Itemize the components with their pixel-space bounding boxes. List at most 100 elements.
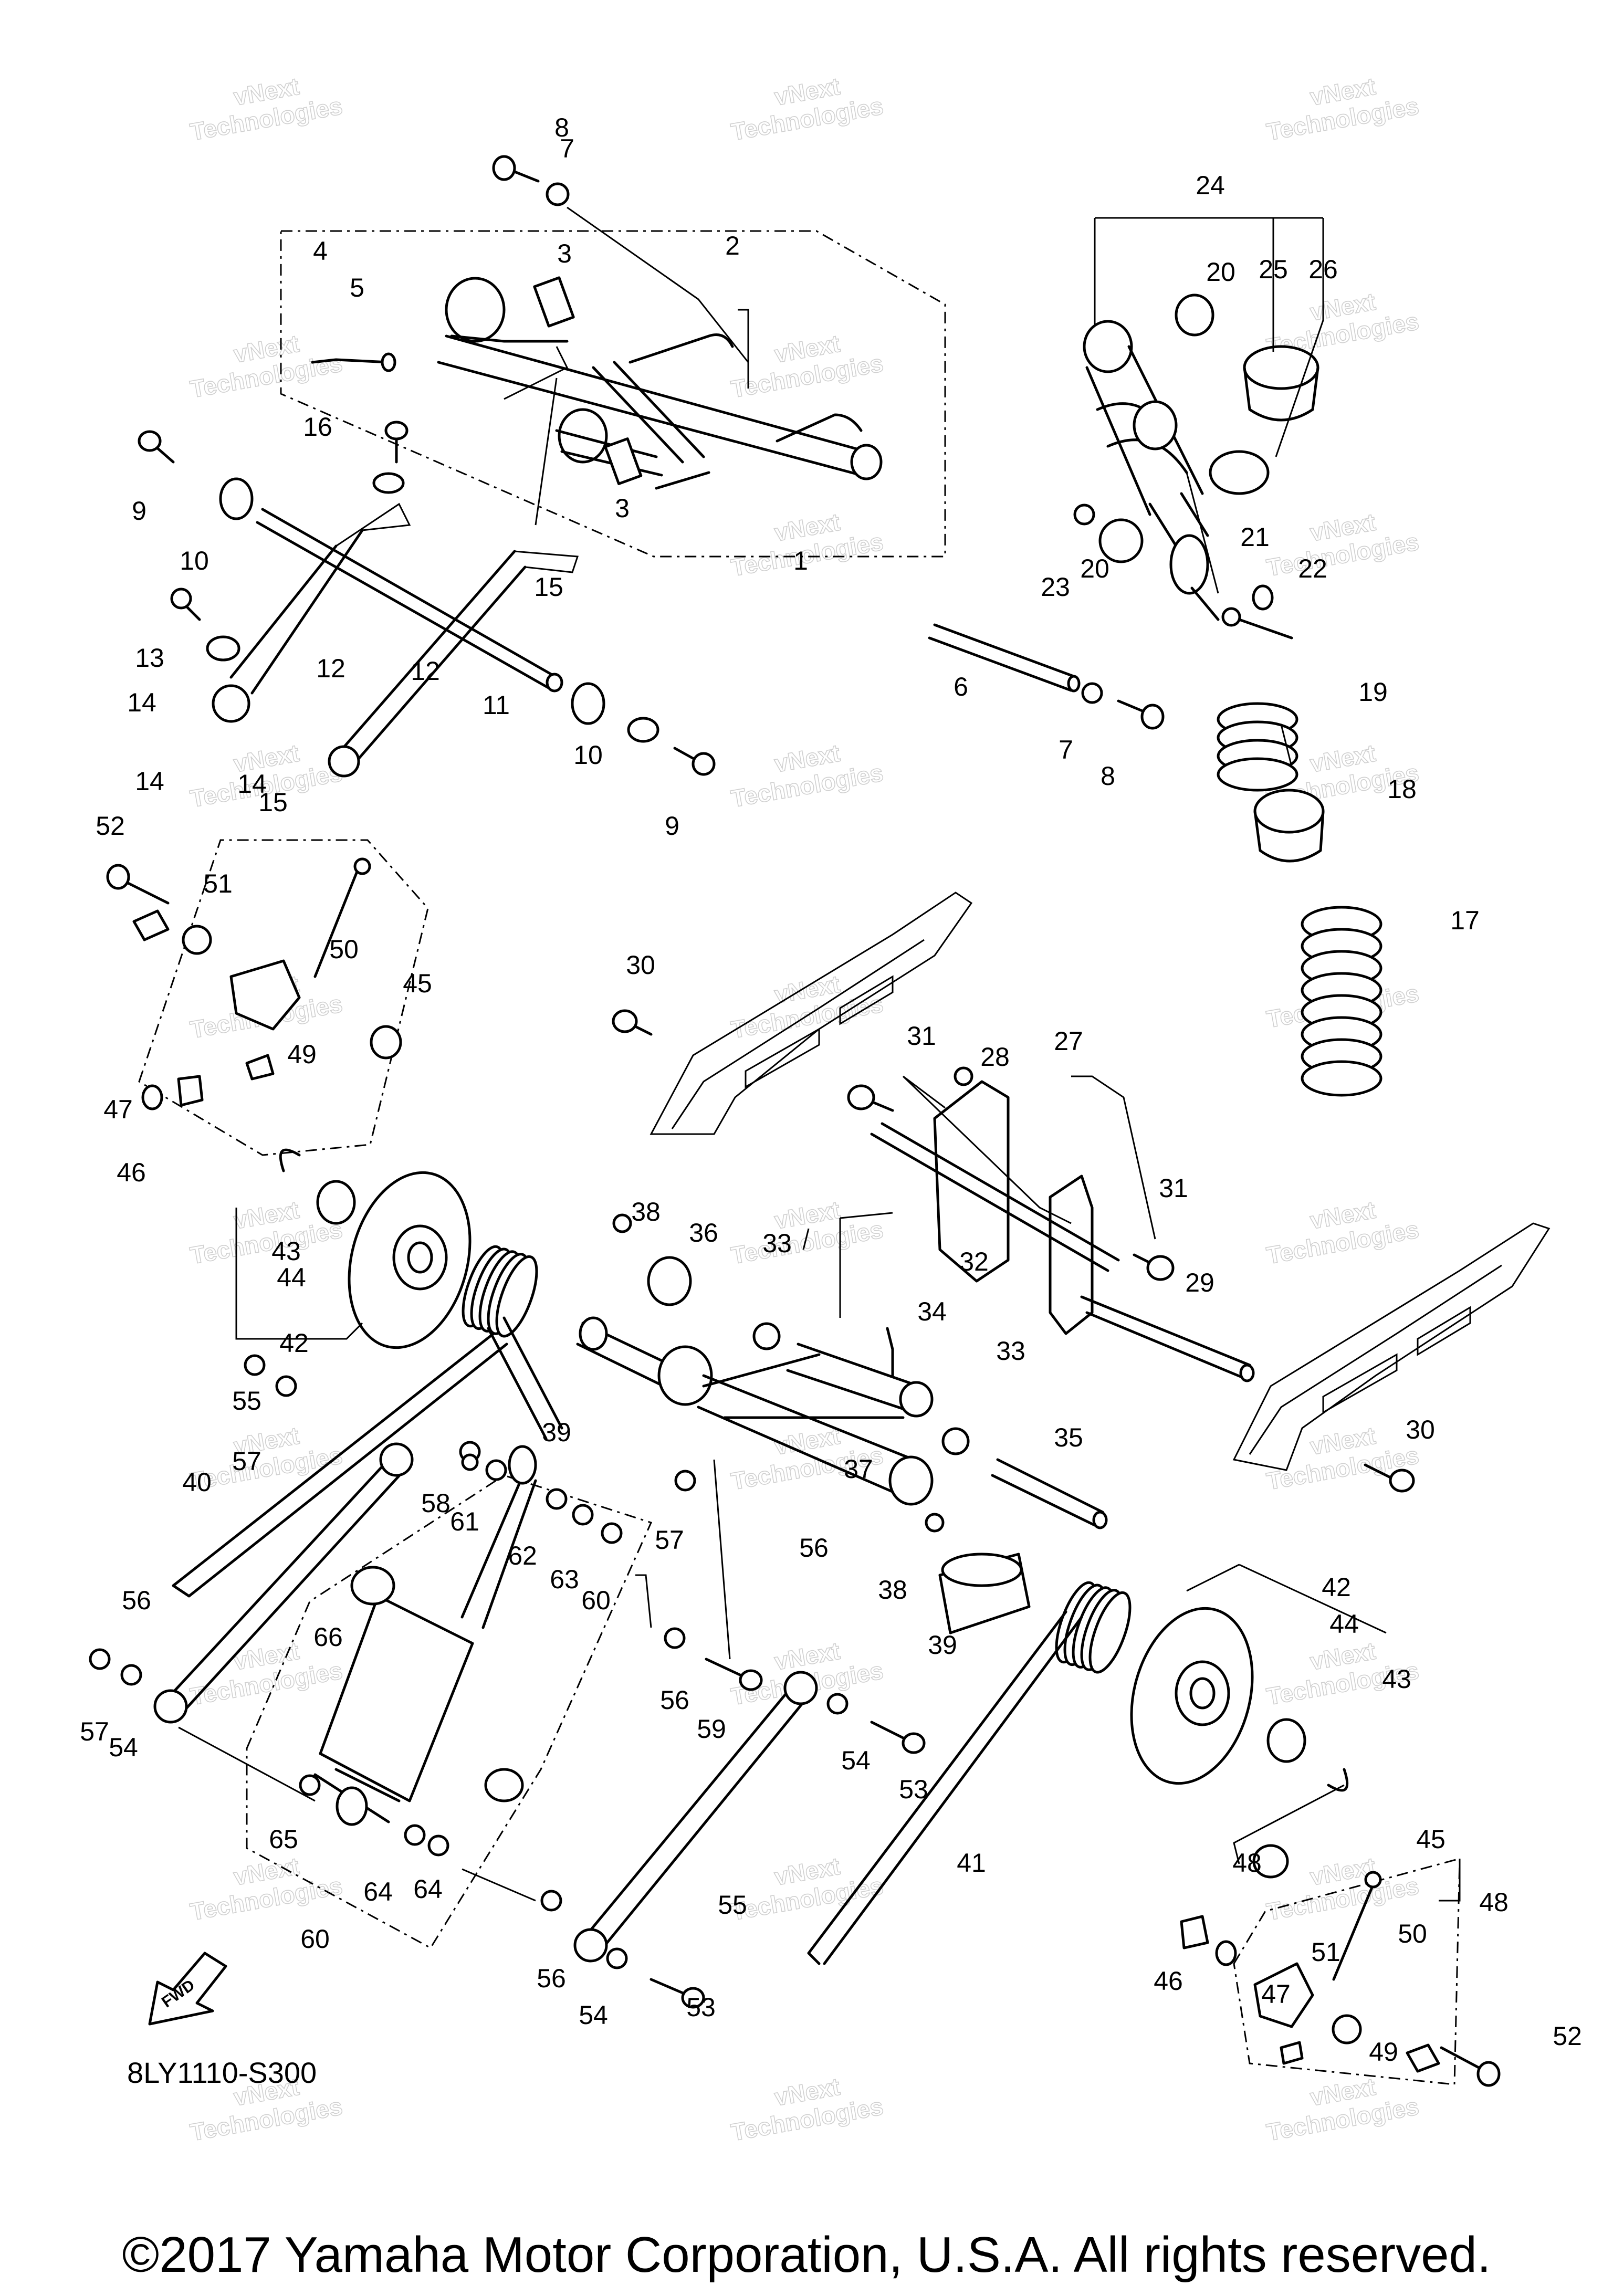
spring-19-coil [1217,757,1298,792]
callout-57: 57 [80,1717,109,1746]
callout-14: 14 [135,767,164,796]
callout-46: 46 [117,1158,146,1187]
callout-42: 42 [1322,1572,1351,1602]
small-hardware [89,1354,926,2009]
callout-49: 49 [287,1040,317,1069]
callout-20: 20 [1080,554,1109,583]
callout-14: 14 [127,688,156,717]
callout-41: 41 [957,1848,986,1878]
callout-21: 21 [1240,522,1270,552]
callout-45: 45 [403,969,432,998]
callout-53: 53 [899,1775,928,1804]
spring-17 [1301,906,1382,1097]
callout-33: 33 [996,1336,1025,1366]
callout-7: 7 [560,134,574,163]
bolts-top [138,155,1165,776]
callout-10: 10 [573,740,603,770]
fwd-arrow-icon: FWD [148,1952,227,2026]
callout-61: 61 [450,1507,479,1536]
callout-9: 9 [665,811,679,841]
callout-64: 64 [363,1877,393,1906]
link-right-55 [573,1671,818,1963]
callout-43: 43 [1382,1664,1411,1694]
callout-26: 26 [1308,255,1338,284]
callout-55: 55 [232,1386,261,1416]
pivot-shaft-group [206,472,605,778]
callout-31: 31 [907,1021,936,1051]
callout-54: 54 [579,2000,608,2030]
callout-16: 16 [303,412,332,442]
callout-28: 28 [980,1042,1010,1072]
callout-38: 38 [878,1575,907,1605]
callout-45: 45 [1416,1825,1446,1854]
spring-17-coil [1301,1060,1382,1097]
callout-54: 54 [841,1746,871,1775]
torsion-spring-right-body-coil [1088,1591,1132,1674]
watermark-layer: vNextTechnologiesvNextTechnologiesvNextT… [188,72,1421,2146]
callout-8: 8 [1101,761,1115,791]
callout-56: 56 [537,1964,566,1993]
shaft-6 [928,623,1081,693]
spring-19 [1217,702,1298,792]
callout-57: 57 [655,1525,684,1555]
callout-24: 24 [1196,171,1225,200]
callout-43: 43 [271,1236,301,1266]
callout-62: 62 [508,1541,537,1570]
callout-23: 23 [1041,572,1070,602]
front-damper-59 [246,1441,653,1949]
callout-50: 50 [1398,1919,1427,1948]
bracket-assembly-27 [612,1009,1415,1493]
callout-5: 5 [350,273,364,302]
callout-56: 56 [799,1533,829,1563]
callout-36: 36 [689,1218,718,1247]
callout-60: 60 [300,1924,330,1954]
callout-39: 39 [928,1630,957,1660]
callout-53: 53 [686,1993,716,2022]
callout-59: 59 [697,1714,726,1744]
callout-58: 58 [421,1488,451,1518]
callout-55: 55 [718,1890,747,1920]
callout-20: 20 [1206,257,1235,287]
callout-56: 56 [122,1586,151,1615]
callout-11: 11 [483,690,510,720]
callout-65: 65 [269,1825,298,1854]
callout-54: 54 [109,1733,138,1762]
callout-4: 4 [313,236,328,266]
front-arm-32 [576,1213,1108,1634]
callout-44: 44 [277,1263,306,1292]
callout-25: 25 [1259,255,1288,284]
torsion-spring-right [807,1581,1132,1965]
callout-40: 40 [182,1467,212,1497]
callout-27: 27 [1054,1026,1083,1056]
callout-63: 63 [550,1565,579,1594]
callout-30: 30 [626,950,655,980]
callout-29: 29 [1185,1268,1214,1297]
rear-track-frame-right [1232,1222,1551,1471]
torsion-spring-left-body [462,1245,538,1338]
callout-12: 12 [316,654,345,683]
lead-lines-top [504,206,1324,767]
callout-57: 57 [232,1446,261,1476]
callout-22: 22 [1298,554,1327,583]
callout-18: 18 [1387,774,1417,804]
callout-66: 66 [313,1622,343,1652]
callout-51: 51 [203,869,233,898]
callout-44: 44 [1329,1609,1359,1639]
idler-wheel-left [279,1148,472,1349]
callout-64: 64 [413,1874,443,1904]
callout-15: 15 [258,788,288,817]
callout-47: 47 [1261,1979,1291,2009]
callout-60: 60 [581,1586,611,1615]
lead-lines-bottom [178,1075,1461,1902]
callout-56: 56 [660,1685,689,1715]
callout-47: 47 [103,1095,133,1124]
copyright-notice: ©2017 Yamaha Motor Corporation, U.S.A. A… [122,2227,1491,2283]
callout-15: 15 [534,572,563,602]
callout-8: 8 [554,113,569,142]
idler-wheel-right [1130,1607,1349,1792]
callout-19: 19 [1358,677,1388,707]
torsion-spring-right-body [1055,1581,1132,1674]
callout-38: 38 [631,1197,661,1226]
callout-13: 13 [135,643,164,673]
